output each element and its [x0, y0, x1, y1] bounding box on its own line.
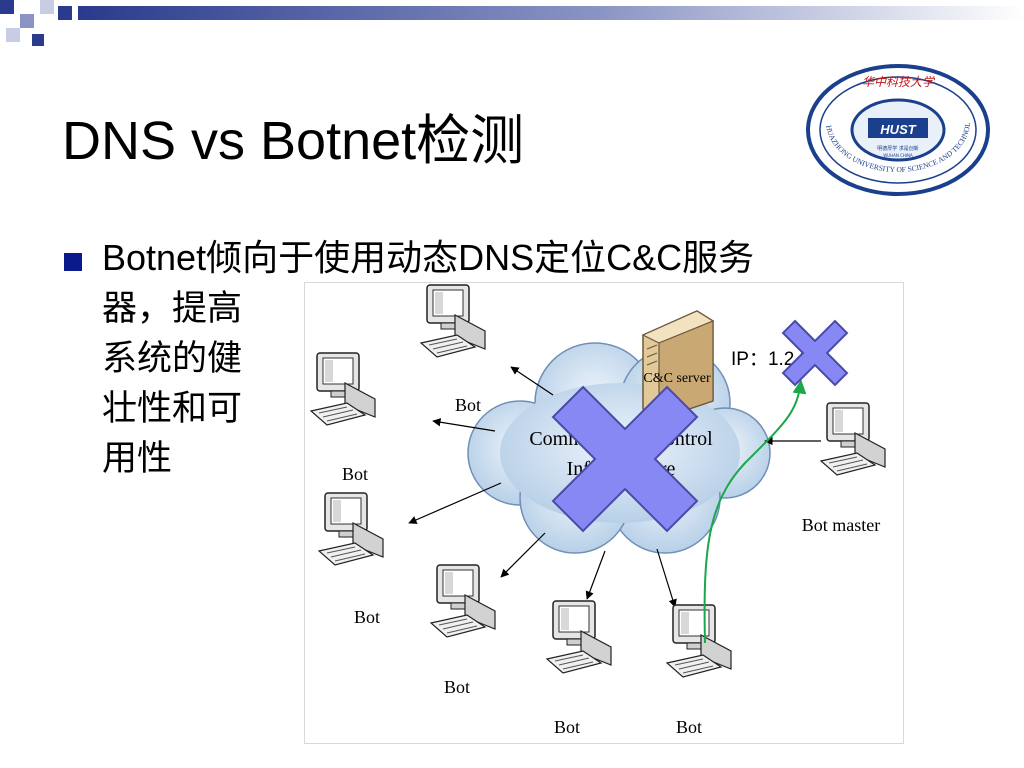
bot-label: Bot [444, 677, 470, 697]
arrow-to-bot [585, 550, 606, 600]
bot-label: Bot [455, 395, 481, 415]
arrow-to-bot [432, 418, 496, 432]
header-decoration [0, 0, 1024, 46]
logo-motto: 明德厚学 求是创新 [877, 145, 919, 152]
slide-title: DNS vs Botnet检测 [62, 111, 525, 171]
bot-computer-icon [318, 492, 384, 566]
bullet-text-line1: Botnet倾向于使用动态DNS定位C&C服务 [102, 237, 755, 278]
bot-computer-icon [666, 604, 732, 678]
botnet-diagram: C&C server Command and Control Infrastru… [304, 282, 904, 744]
bot-computer-icon [420, 284, 486, 358]
logo-city: WUHAN CHINA [883, 153, 913, 158]
logo-top-text: 华中科技大学 [862, 75, 936, 89]
bot-label: Bot [354, 607, 380, 627]
blocked-cross-icon [551, 385, 699, 533]
bot-master-computer-icon [820, 402, 886, 476]
arrow-to-bot [500, 532, 546, 578]
bullet-continuation-line: 用性 [102, 439, 173, 479]
arrow-to-bot [408, 482, 502, 524]
bullet-text-continuation: 器，提高 系统的健 壮性和可 用性 [102, 284, 287, 484]
bullet-continuation-line: 壮性和可 [102, 389, 243, 429]
bot-computer-icon [546, 600, 612, 674]
bot-label: Bot [554, 717, 580, 737]
blocked-ip-cross-icon [781, 319, 849, 387]
bot-computer-icon [430, 564, 496, 638]
bullet-marker [64, 253, 82, 271]
bot-computer-icon [310, 352, 376, 426]
bot-master-label: Bot master [802, 515, 881, 535]
university-logo: HUST 明德厚学 求是创新 WUHAN CHINA 华中科技大学 HUAZHO… [804, 62, 990, 196]
bot-label: Bot [342, 464, 368, 484]
bot-label: Bot [676, 717, 702, 737]
arrow-to-bot [656, 548, 677, 608]
bullet-continuation-line: 器，提高 [102, 289, 243, 329]
bullet-continuation-line: 系统的健 [102, 339, 243, 379]
arrow-to-bot [510, 366, 554, 396]
logo-emblem-text: HUST [880, 122, 916, 137]
cc-server-label: C&C server [643, 371, 711, 386]
dns-lookup-arrow [703, 379, 807, 644]
